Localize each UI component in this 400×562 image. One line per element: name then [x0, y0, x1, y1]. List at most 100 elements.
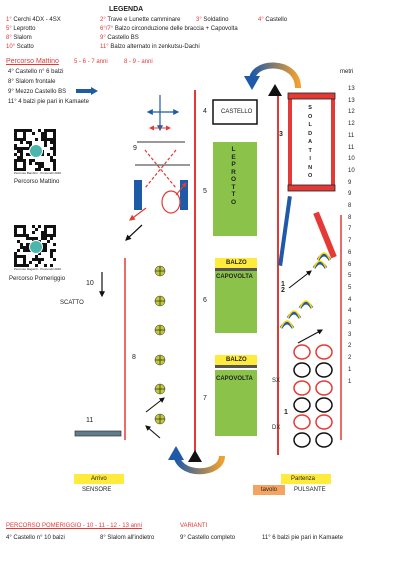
castello-label: CASTELLO	[221, 109, 253, 115]
meter-tick: 7	[348, 226, 352, 233]
variants-title: VARIANTI	[180, 523, 208, 529]
meter-tick: 8	[348, 203, 352, 209]
variant-2: 8° Slalom all'indietro	[100, 535, 155, 541]
balzo-mat-bottom	[215, 370, 257, 436]
qr-logo-icon	[29, 240, 43, 254]
qr-morning-caption: Percorso Mattino	[14, 179, 60, 185]
morning-title: Percorso Mattino	[6, 58, 59, 65]
triangle-top	[268, 84, 282, 96]
hoop-circle	[293, 432, 311, 448]
leprotto-letter: P	[231, 161, 236, 168]
leprotto-letter: R	[231, 168, 236, 176]
sx-label: SX	[272, 378, 281, 384]
legend-item-10: 10° Scatto	[6, 44, 34, 50]
top-turn-arrow	[249, 62, 301, 89]
legend-item-9: 9° Castello BS	[100, 35, 139, 41]
morning-note-1: 4° Castello n° 6 balzi	[8, 69, 64, 75]
legend-item-5: 5° Leprotto	[6, 26, 36, 32]
leprotto-letter: E	[231, 153, 236, 161]
mezzo-castello-arrow-icon	[76, 87, 98, 95]
qr-afternoon-caption: Percorso Pomeriggio	[9, 276, 66, 282]
balzo-label-bottom: BALZO	[226, 357, 247, 363]
station-number-3: 3	[279, 131, 283, 138]
meter-tick: 11	[348, 132, 355, 139]
morning-ages-b: 8 - 9 - anni	[124, 59, 153, 65]
meter-tick: 9	[348, 191, 352, 198]
meter-tick: 12	[348, 121, 355, 128]
station-number-4: 4	[203, 108, 207, 115]
sensore-label: SENSORE	[82, 487, 112, 493]
legend-item-4: 4° Castello	[258, 17, 288, 23]
variant-1: 4° Castello n° 10 balzi	[6, 535, 65, 541]
meter-tick: 12	[348, 109, 355, 116]
station-number-7: 7	[203, 395, 207, 402]
hoop-circle	[315, 397, 333, 413]
capovolta-label-top: CAPOVOLTA	[216, 274, 253, 280]
morning-note-2: 8° Slalom frontale	[8, 79, 56, 85]
slalom-markers	[154, 265, 166, 425]
meter-tick: 11	[348, 144, 355, 151]
meter-tick: 13	[348, 97, 355, 104]
hoop-circle	[293, 380, 311, 396]
legend-item-3: 3° Soldatino	[196, 17, 229, 23]
leprotto-mat	[213, 142, 257, 236]
arrivo-marker	[74, 474, 124, 484]
station-number-1: 1	[281, 281, 285, 288]
castello-bs-station	[125, 95, 190, 241]
qr-code-morning	[14, 129, 56, 171]
hoop-circle	[315, 414, 333, 430]
hoop-circle	[315, 432, 333, 448]
meter-tick: 6	[348, 261, 352, 268]
morning-note-4: 11° 4 balzi pie pari in Kamaete	[8, 99, 90, 105]
scatto-label: SCATTO	[60, 300, 84, 306]
meter-tick: 2	[348, 343, 352, 350]
hoop-circle	[315, 362, 333, 378]
balzo-mat-top	[215, 268, 257, 333]
dx-label: DX	[272, 425, 281, 431]
station-number-9: 9	[133, 145, 137, 152]
leprotto-letter: O	[231, 198, 237, 206]
variant-4: 11° 6 balzi pie pari in Kamaete	[262, 535, 344, 541]
tavolo-marker	[253, 485, 285, 495]
tavolo-label: tavolo	[261, 487, 278, 493]
qr-logo-icon	[29, 144, 43, 158]
hoops-station	[293, 344, 333, 448]
balzo-marker-bottom	[215, 355, 257, 365]
meter-tick: 10	[348, 156, 355, 163]
afternoon-title: PERCORSO POMERIGGIO - 10 - 11 - 12 - 13 …	[6, 523, 142, 529]
legend-item-8: 8° Slalom	[6, 35, 32, 41]
meter-tick: 4	[348, 308, 352, 315]
triangle-bottom	[188, 450, 202, 462]
station-number-6: 6	[203, 297, 207, 304]
leprotto-letter: L	[231, 146, 236, 153]
meter-tick: 9	[348, 179, 352, 186]
qr-morning-small: Percorso Bambini - Ponomelli 2026	[14, 171, 62, 175]
hoop-circle	[315, 380, 333, 396]
meter-tick: 6	[348, 249, 352, 256]
legend-item-6-7: 6°/7° Balzo circonduzione delle braccia …	[100, 26, 238, 32]
hoop-circle	[293, 414, 311, 430]
leprotto-letter: T	[231, 183, 236, 191]
meter-tick: 4	[348, 296, 352, 303]
castello-box	[212, 99, 258, 125]
qr-afternoon-small: Percorso Ragazzi - Ponomelli 2026	[14, 267, 62, 271]
meter-tick: 1	[348, 366, 352, 373]
qr-code-afternoon	[14, 225, 56, 267]
meter-tick: 2	[348, 355, 352, 362]
meter-tick: 3	[348, 331, 352, 338]
legend-title: LEGENDA	[109, 6, 144, 13]
pulsante-label: PULSANTE	[294, 487, 326, 493]
soldatino-letter: I	[309, 156, 311, 162]
balzo-marker-top	[215, 258, 257, 268]
morning-ages-a: 5 - 6 - 7 anni	[74, 59, 108, 65]
soldatino-letter: N	[308, 164, 313, 171]
legend-item-2: 2° Trave e Lunette camminare	[100, 17, 181, 23]
partenza-marker	[281, 474, 331, 484]
meter-tick: 13	[348, 86, 355, 92]
leprotto-letter: O	[231, 176, 237, 183]
balzo-label-top: BALZO	[226, 260, 247, 266]
hoops-number-1: 1	[284, 409, 288, 416]
